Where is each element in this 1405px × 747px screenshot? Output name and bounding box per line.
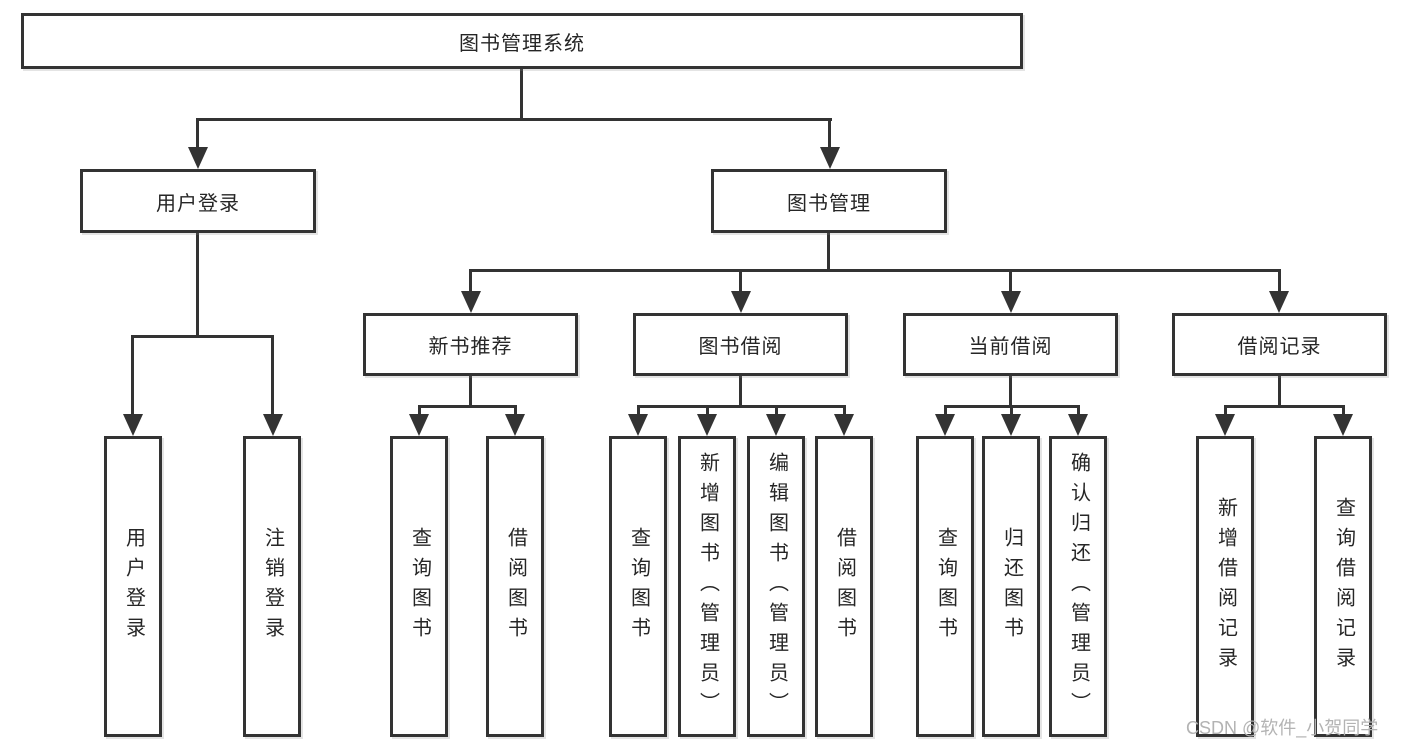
arrow-down-icon bbox=[628, 414, 648, 436]
connector-line bbox=[775, 405, 778, 416]
arrow-down-icon bbox=[123, 414, 143, 436]
connector-line bbox=[469, 269, 1281, 272]
arrow-down-icon bbox=[263, 414, 283, 436]
arrow-down-icon bbox=[820, 147, 840, 169]
node-user-login: 用户登录 bbox=[80, 169, 316, 233]
arrow-down-icon bbox=[766, 414, 786, 436]
csdn-watermark: CSDN @软件_小贺同学 bbox=[1186, 718, 1379, 738]
node-user-login-label: 用户登录 bbox=[156, 192, 240, 215]
node-book-borrow: 图书借阅 bbox=[633, 313, 848, 376]
leaf-query-borrow-record-label: 查询借阅记录 bbox=[1332, 496, 1355, 677]
connector-line bbox=[514, 405, 517, 416]
node-borrow-record-label: 借阅记录 bbox=[1237, 336, 1322, 358]
connector-line bbox=[418, 405, 421, 416]
connector-line bbox=[1010, 405, 1013, 416]
connector-line bbox=[196, 233, 199, 337]
leaf-borrow-book-recommend-label: 借阅图书 bbox=[504, 526, 527, 647]
connector-line bbox=[469, 269, 472, 293]
leaf-confirm-return-admin-label: 确认归还（管理员） bbox=[1067, 451, 1090, 722]
arrow-down-icon bbox=[935, 414, 955, 436]
arrow-down-icon bbox=[1001, 291, 1021, 313]
node-root: 图书管理系统 bbox=[21, 13, 1023, 69]
connector-line bbox=[739, 376, 742, 407]
leaf-add-borrow-record: 新增借阅记录 bbox=[1196, 436, 1254, 737]
node-root-label: 图书管理系统 bbox=[459, 32, 585, 55]
leaf-query-book-recommend: 查询图书 bbox=[390, 436, 448, 737]
leaf-edit-book-admin-label: 编辑图书（管理员） bbox=[765, 451, 788, 722]
node-new-book-recommend: 新书推荐 bbox=[363, 313, 578, 376]
leaf-return-book-label: 归还图书 bbox=[1000, 526, 1023, 647]
leaf-query-borrow-record: 查询借阅记录 bbox=[1314, 436, 1372, 737]
leaf-logout-label: 注销登录 bbox=[261, 526, 284, 647]
connector-line bbox=[131, 335, 134, 416]
connector-line bbox=[271, 335, 274, 416]
node-book-management-label: 图书管理 bbox=[787, 192, 871, 215]
node-new-book-recommend-label: 新书推荐 bbox=[428, 336, 513, 358]
connector-line bbox=[418, 405, 517, 408]
arrow-down-icon bbox=[1068, 414, 1088, 436]
arrow-down-icon bbox=[731, 291, 751, 313]
connector-line bbox=[1224, 405, 1227, 416]
leaf-confirm-return-admin: 确认归还（管理员） bbox=[1049, 436, 1107, 737]
connector-line bbox=[469, 376, 472, 407]
connector-line bbox=[131, 335, 274, 338]
connector-line bbox=[1278, 269, 1281, 293]
arrow-down-icon bbox=[461, 291, 481, 313]
arrow-down-icon bbox=[1001, 414, 1021, 436]
leaf-query-book-borrow: 查询图书 bbox=[609, 436, 667, 737]
leaf-query-book-recommend-label: 查询图书 bbox=[408, 526, 431, 647]
arrow-down-icon bbox=[1333, 414, 1353, 436]
leaf-query-book-current: 查询图书 bbox=[916, 436, 974, 737]
leaf-edit-book-admin: 编辑图书（管理员） bbox=[747, 436, 805, 737]
node-borrow-record: 借阅记录 bbox=[1172, 313, 1387, 376]
connector-line bbox=[706, 405, 709, 416]
leaf-borrow-book: 借阅图书 bbox=[815, 436, 873, 737]
arrow-down-icon bbox=[409, 414, 429, 436]
leaf-borrow-book-label: 借阅图书 bbox=[833, 526, 856, 647]
leaf-add-borrow-record-label: 新增借阅记录 bbox=[1214, 496, 1237, 677]
connector-line bbox=[1009, 376, 1012, 407]
connector-line bbox=[827, 233, 830, 271]
connector-line bbox=[1224, 405, 1344, 408]
leaf-add-book-admin: 新增图书（管理员） bbox=[678, 436, 736, 737]
arrow-down-icon bbox=[1215, 414, 1235, 436]
connector-line bbox=[196, 118, 199, 149]
leaf-logout: 注销登录 bbox=[243, 436, 301, 737]
arrow-down-icon bbox=[505, 414, 525, 436]
connector-line bbox=[739, 269, 742, 293]
connector-line bbox=[828, 118, 831, 149]
leaf-query-book-borrow-label: 查询图书 bbox=[627, 526, 650, 647]
leaf-query-book-current-label: 查询图书 bbox=[934, 526, 957, 647]
connector-line bbox=[520, 69, 523, 119]
leaf-return-book: 归还图书 bbox=[982, 436, 1040, 737]
arrow-down-icon bbox=[1269, 291, 1289, 313]
connector-line bbox=[196, 118, 832, 121]
node-book-management: 图书管理 bbox=[711, 169, 947, 233]
node-current-borrow: 当前借阅 bbox=[903, 313, 1118, 376]
leaf-user-login-label: 用户登录 bbox=[122, 526, 145, 647]
arrow-down-icon bbox=[834, 414, 854, 436]
connector-line bbox=[1342, 405, 1345, 416]
node-current-borrow-label: 当前借阅 bbox=[968, 336, 1053, 358]
leaf-borrow-book-recommend: 借阅图书 bbox=[486, 436, 544, 737]
connector-line bbox=[944, 405, 947, 416]
connector-line bbox=[637, 405, 845, 408]
connector-line bbox=[843, 405, 846, 416]
connector-line bbox=[1077, 405, 1080, 416]
connector-line bbox=[637, 405, 640, 416]
connector-line bbox=[1009, 269, 1012, 293]
arrow-down-icon bbox=[188, 147, 208, 169]
arrow-down-icon bbox=[697, 414, 717, 436]
connector-line bbox=[1278, 376, 1281, 407]
leaf-add-book-admin-label: 新增图书（管理员） bbox=[696, 451, 719, 722]
node-book-borrow-label: 图书借阅 bbox=[698, 336, 783, 358]
leaf-user-login: 用户登录 bbox=[104, 436, 162, 737]
